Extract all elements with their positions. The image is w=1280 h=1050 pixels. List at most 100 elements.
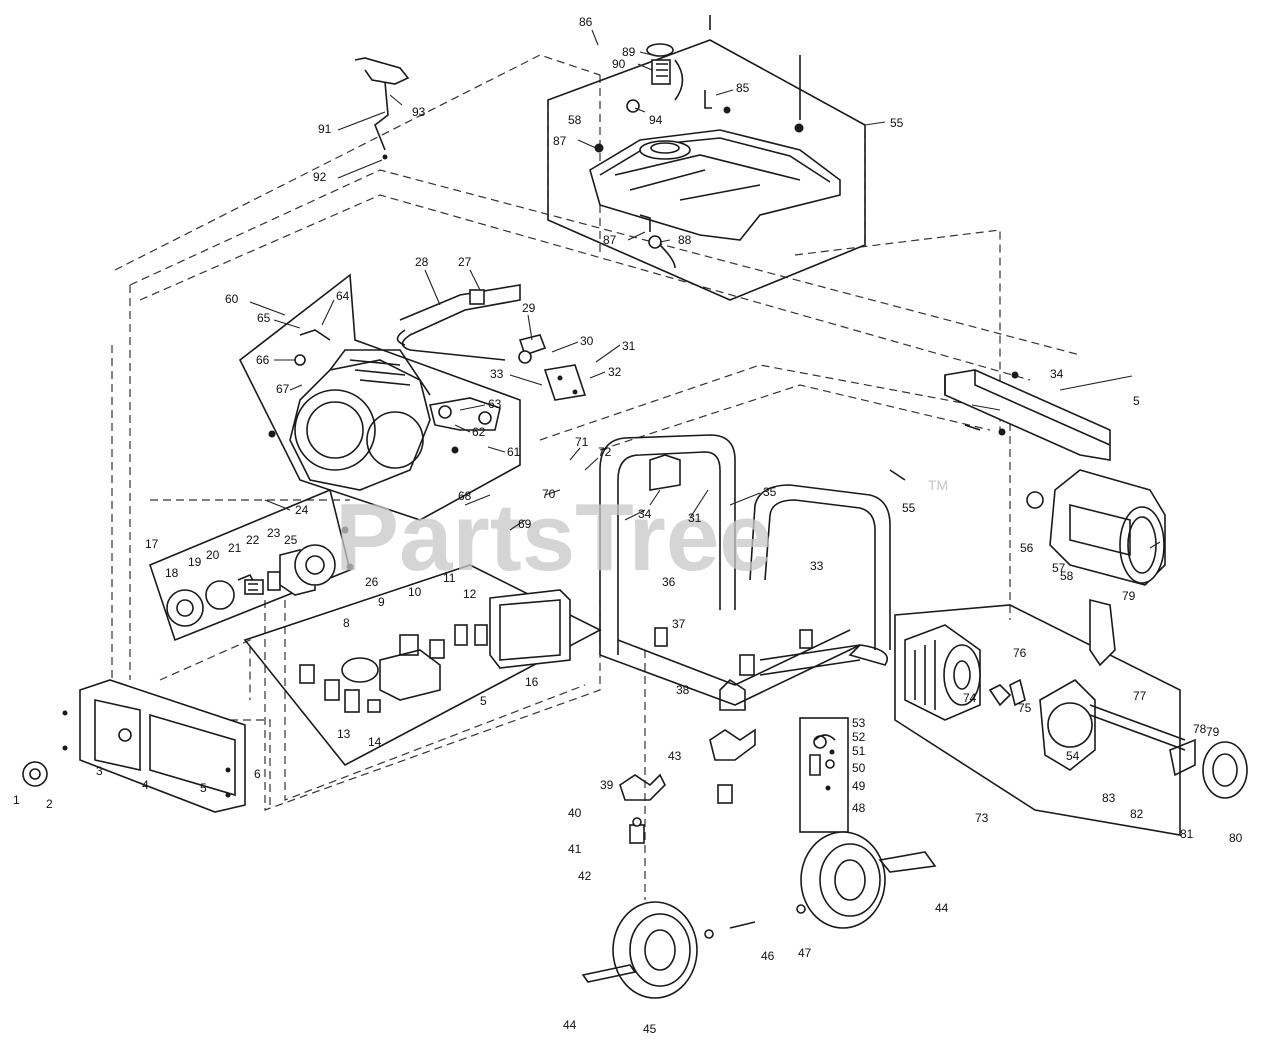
callout-74: 74 — [963, 691, 977, 705]
frame — [599, 434, 891, 711]
callout-67: 67 — [276, 382, 290, 396]
callout-21: 21 — [228, 541, 242, 555]
recoil-starter — [166, 526, 354, 627]
callout-26: 26 — [365, 575, 379, 589]
callout-5b: 5 — [480, 694, 487, 708]
callout-57: 57 — [1052, 561, 1066, 575]
callout-13: 13 — [337, 727, 351, 741]
callout-76: 76 — [1013, 646, 1027, 660]
tank-strap — [354, 57, 410, 160]
callout-88: 88 — [678, 233, 692, 247]
callout-30: 30 — [580, 334, 594, 348]
idle-control — [814, 734, 836, 769]
callout-22: 22 — [246, 533, 260, 547]
callout-40: 40 — [568, 806, 582, 820]
callout-1: 1 — [13, 793, 20, 807]
callout-12: 12 — [463, 587, 477, 601]
callout-54: 54 — [1066, 749, 1080, 763]
control-panel — [299, 589, 571, 713]
callout-56: 56 — [1020, 541, 1034, 555]
callout-20: 20 — [206, 548, 220, 562]
callout-44b: 44 — [563, 1018, 577, 1032]
callout-32: 32 — [608, 365, 622, 379]
callout-50: 50 — [852, 761, 866, 775]
callout-44a: 44 — [935, 901, 949, 915]
callout-86: 86 — [579, 15, 593, 29]
callout-83: 83 — [1102, 791, 1116, 805]
engine — [268, 329, 501, 491]
leader-lines — [249, 29, 1161, 549]
callout-65: 65 — [257, 311, 271, 325]
callout-78: 78 — [1193, 722, 1207, 736]
callout-31: 31 — [622, 339, 636, 353]
callout-3: 3 — [96, 764, 103, 778]
callout-17: 17 — [145, 537, 159, 551]
callout-64: 64 — [336, 289, 350, 303]
callout-85: 85 — [736, 81, 750, 95]
callout-80: 80 — [1229, 831, 1243, 845]
callout-27: 27 — [458, 255, 472, 269]
callout-25: 25 — [284, 533, 298, 547]
callout-52: 52 — [852, 730, 866, 744]
callout-58b: 58 — [1060, 569, 1074, 583]
callout-92: 92 — [313, 170, 327, 184]
callout-63: 63 — [488, 397, 502, 411]
callout-61: 61 — [507, 445, 521, 459]
callout-89: 89 — [622, 45, 636, 59]
callout-71: 71 — [575, 435, 589, 449]
callout-62: 62 — [472, 425, 486, 439]
callout-51: 51 — [852, 744, 866, 758]
watermark-tm: TM — [928, 477, 948, 493]
callout-29: 29 — [522, 301, 536, 315]
cross-bar — [944, 369, 1111, 461]
callout-69: 69 — [518, 517, 532, 531]
callout-36: 36 — [662, 575, 676, 589]
callout-77: 77 — [1133, 689, 1147, 703]
callout-93: 93 — [412, 105, 426, 119]
callout-23: 23 — [267, 526, 281, 540]
callout-11: 11 — [443, 571, 456, 585]
callout-14: 14 — [368, 735, 382, 749]
callout-5a: 5 — [1133, 394, 1140, 408]
callout-5c: 5 — [200, 781, 207, 795]
callout-34b: 34 — [1050, 367, 1064, 381]
callout-35: 35 — [763, 485, 777, 499]
callout-60: 60 — [225, 292, 239, 306]
callout-18: 18 — [165, 566, 179, 580]
callout-9: 9 — [378, 595, 385, 609]
callout-48: 48 — [852, 801, 866, 815]
callout-34: 34 — [638, 507, 652, 521]
callout-46: 46 — [761, 949, 775, 963]
callout-79b: 79 — [1206, 725, 1220, 739]
callout-33b: 33 — [810, 559, 824, 573]
callout-87b: 87 — [603, 233, 617, 247]
callout-55: 55 — [890, 116, 904, 130]
callout-6: 6 — [254, 767, 261, 781]
callout-75: 75 — [1018, 701, 1032, 715]
muffler — [889, 469, 1166, 667]
callout-53: 53 — [852, 716, 866, 730]
watermark-text: PartsTree — [335, 484, 773, 591]
callout-70: 70 — [542, 487, 556, 501]
callout-19: 19 — [188, 555, 202, 569]
callout-87: 87 — [553, 134, 567, 148]
fuel-cap-icon — [646, 43, 674, 57]
callout-33: 33 — [490, 367, 504, 381]
callout-43: 43 — [668, 749, 682, 763]
callout-68: 68 — [458, 489, 472, 503]
callout-81: 81 — [1180, 827, 1194, 841]
callout-47: 47 — [798, 946, 812, 960]
mounts — [619, 728, 831, 844]
callout-55b: 55 — [902, 501, 916, 515]
callout-16: 16 — [525, 675, 539, 689]
callout-28: 28 — [415, 255, 429, 269]
callout-91: 91 — [318, 122, 332, 136]
wheels — [581, 831, 937, 999]
callout-31b: 31 — [688, 511, 702, 525]
callout-8: 8 — [343, 616, 350, 630]
front-panel — [22, 679, 246, 813]
callout-42: 42 — [578, 869, 592, 883]
callout-39: 39 — [600, 778, 614, 792]
callout-90: 90 — [612, 57, 626, 71]
callout-49: 49 — [852, 779, 866, 793]
